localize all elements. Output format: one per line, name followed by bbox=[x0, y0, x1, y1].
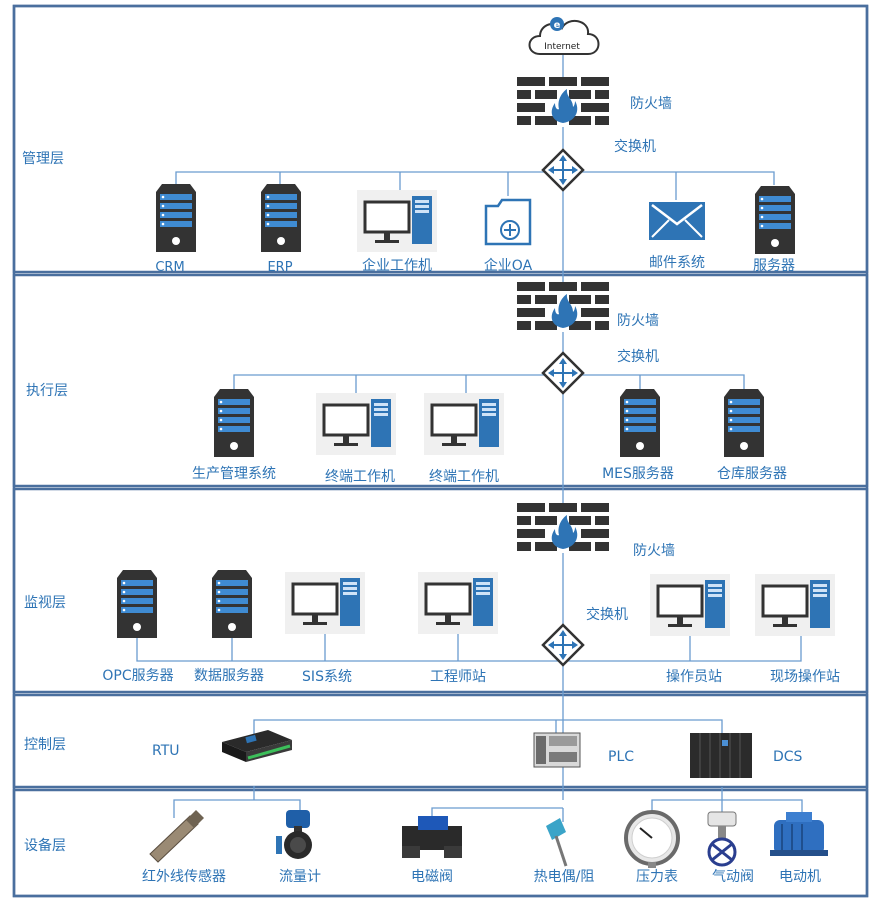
dcs-cabinet-icon bbox=[690, 733, 752, 778]
node-label: 电动机 bbox=[779, 869, 821, 885]
solenoid-valve-icon bbox=[402, 816, 462, 858]
node-label: 压力表 bbox=[636, 869, 678, 885]
node-label: SIS系统 bbox=[302, 669, 352, 685]
node-label: 仓库服务器 bbox=[717, 466, 787, 482]
node-label: PLC bbox=[608, 749, 634, 765]
server-icon bbox=[724, 389, 764, 457]
server-icon bbox=[214, 389, 254, 457]
switch-icon bbox=[541, 351, 585, 395]
firewall-icon bbox=[517, 282, 609, 332]
node-label: OPC服务器 bbox=[102, 668, 173, 684]
node-label: 操作员站 bbox=[666, 669, 722, 685]
folder-oa-icon bbox=[482, 196, 534, 246]
exec-firewall-label: 防火墙 bbox=[617, 313, 659, 329]
erp-server-icon bbox=[261, 184, 301, 252]
server-icon bbox=[212, 570, 252, 638]
layer-label-control: 控制层 bbox=[24, 737, 66, 753]
infrared-sensor-icon bbox=[149, 810, 204, 863]
firewall-icon bbox=[517, 503, 609, 553]
flowmeter-icon bbox=[276, 810, 312, 859]
pressure-gauge-icon bbox=[624, 810, 680, 868]
node-label: 终端工作机 bbox=[429, 469, 499, 485]
node-label: 服务器 bbox=[753, 258, 795, 274]
workstation-icon bbox=[753, 572, 837, 638]
rtu-device-icon bbox=[222, 730, 292, 762]
svg-text:e: e bbox=[554, 20, 561, 31]
thermocouple-icon bbox=[546, 818, 568, 867]
node-label: 邮件系统 bbox=[649, 255, 705, 271]
node-label: 数据服务器 bbox=[194, 668, 264, 684]
mgmt-firewall-label: 防火墙 bbox=[630, 96, 672, 112]
exec-bus bbox=[233, 374, 745, 390]
execution-layer-box bbox=[12, 273, 869, 488]
node-label: 热电偶/阻 bbox=[534, 869, 595, 885]
switch-icon bbox=[541, 148, 585, 192]
electric-motor-icon bbox=[770, 812, 828, 856]
monitor-firewall-label: 防火墙 bbox=[633, 543, 675, 559]
management-layer-box bbox=[12, 4, 869, 274]
monitoring-layer-box bbox=[12, 487, 869, 694]
node-label: 红外线传感器 bbox=[142, 868, 226, 885]
workstation-icon bbox=[314, 391, 398, 457]
internet-cloud-icon: e bbox=[528, 17, 600, 55]
workstation-icon bbox=[422, 391, 506, 457]
pneumatic-valve-icon bbox=[707, 811, 737, 867]
node-label: 生产管理系统 bbox=[192, 466, 276, 482]
layer-label-monitoring: 监视层 bbox=[24, 595, 66, 611]
monitor-switch-label: 交换机 bbox=[586, 606, 628, 623]
switch-icon bbox=[541, 623, 585, 667]
workstation-icon bbox=[416, 570, 500, 636]
node-label: 电磁阀 bbox=[411, 869, 453, 885]
node-label: 工程师站 bbox=[430, 669, 486, 685]
server-icon bbox=[755, 186, 795, 254]
device-layer-box bbox=[12, 788, 869, 898]
server-icon bbox=[117, 570, 157, 638]
control-layer-box bbox=[12, 693, 869, 789]
plc-device-icon bbox=[533, 732, 581, 768]
node-label: 企业OA bbox=[484, 257, 533, 274]
layer-label-device: 设备层 bbox=[24, 837, 66, 854]
workstation-icon bbox=[355, 188, 439, 254]
node-label: 现场操作站 bbox=[770, 669, 840, 685]
node-label: CRM bbox=[155, 260, 184, 275]
monitor-bus bbox=[136, 632, 802, 662]
mgmt-switch-label: 交换机 bbox=[614, 138, 656, 155]
node-label: ERP bbox=[267, 260, 292, 275]
node-label: 企业工作机 bbox=[362, 257, 432, 274]
device-bus-left bbox=[173, 799, 301, 818]
node-label: RTU bbox=[152, 743, 180, 759]
node-label: MES服务器 bbox=[602, 466, 674, 482]
server-icon bbox=[620, 389, 660, 457]
mail-icon bbox=[649, 202, 705, 240]
layer-label-execution: 执行层 bbox=[26, 383, 68, 399]
firewall-icon bbox=[517, 77, 609, 127]
internet-label: Internet bbox=[544, 42, 580, 52]
control-bus bbox=[253, 719, 723, 735]
workstation-icon bbox=[283, 570, 367, 636]
workstation-icon bbox=[648, 572, 732, 638]
device-bus-right bbox=[651, 799, 803, 812]
exec-switch-label: 交换机 bbox=[617, 348, 659, 365]
node-label: 流量计 bbox=[279, 869, 321, 885]
layer-label-management: 管理层 bbox=[22, 151, 64, 167]
node-label: 气动阀 bbox=[712, 869, 754, 885]
node-label: 终端工作机 bbox=[325, 469, 395, 485]
mgmt-bus bbox=[175, 171, 775, 185]
node-label: DCS bbox=[773, 749, 803, 765]
crm-server-icon bbox=[156, 184, 196, 252]
